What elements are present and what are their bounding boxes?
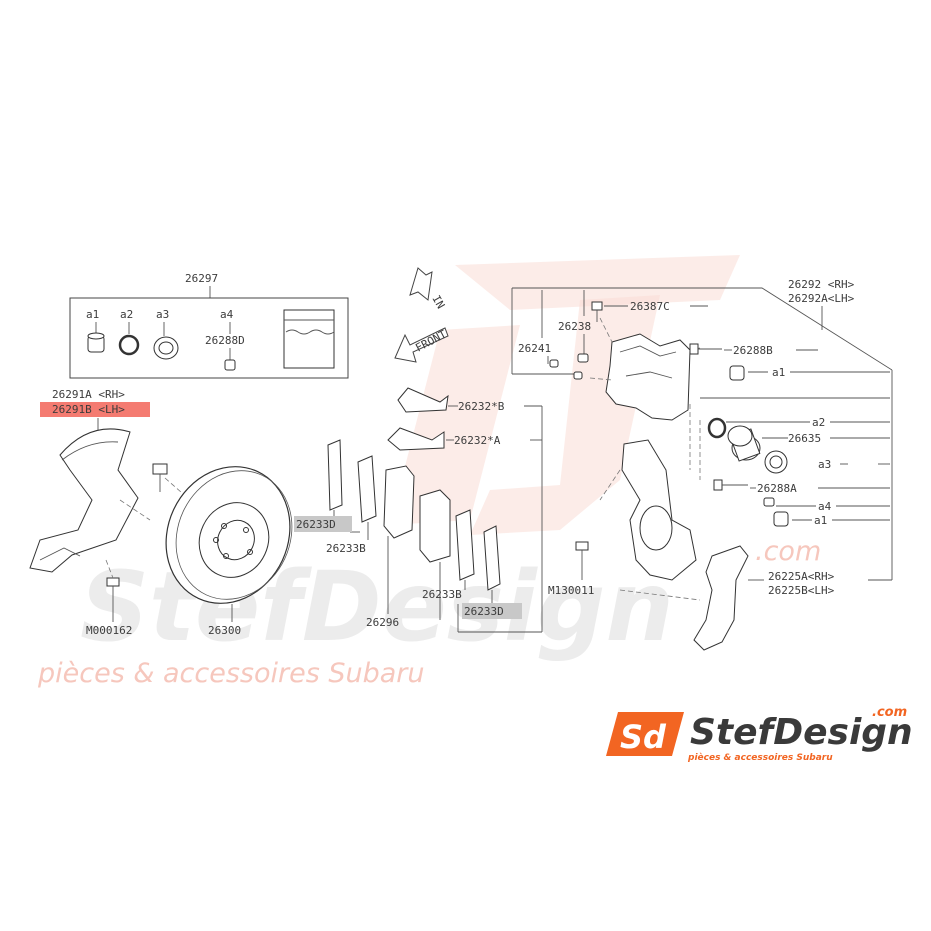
kit-item-a2: a2 <box>120 308 133 321</box>
kit-box: 26297 a1 a2 a3 a4 26288D <box>69 272 349 379</box>
seal-ring-icon <box>118 334 140 356</box>
caliper-group: 26292 <RH> 26292A<LH> 26387C 26238 26241 <box>511 278 893 651</box>
pad-icon <box>419 489 451 563</box>
pin-icon <box>224 348 236 371</box>
sleeve-a4-label: a4 <box>818 500 832 513</box>
boot-a1-top-label: a1 <box>772 366 785 379</box>
part-26238-label: 26238 <box>558 320 591 333</box>
pad-26233b-b-label: 26233B <box>422 588 462 601</box>
caliper-rh-label: 26292 <RH> <box>788 278 855 291</box>
piston-icon <box>727 425 761 462</box>
pin-boot-icon <box>773 511 789 527</box>
caliper-body-shape <box>605 333 691 421</box>
pad-icon <box>383 465 415 539</box>
pin-sleeve-icon <box>763 497 775 507</box>
grease-jar-icon <box>283 309 335 369</box>
brake-pads-group: 26233D 26233B 26296 26233B 26233D 26232*… <box>294 387 543 633</box>
watermark: StefDesign pièces & accessoires Subaru .… <box>37 255 821 689</box>
pad-26233d-b-label: 26233D <box>464 605 504 618</box>
bracket-rh-label: 26225A<RH> <box>768 570 835 583</box>
rotor-label: 26300 <box>208 624 241 637</box>
logo-dotcom-text: .com <box>872 705 907 720</box>
shield-rh-label: 26291A <RH> <box>52 388 125 401</box>
pin-boot-icon <box>729 365 745 381</box>
part-26241-label: 26241 <box>518 342 551 355</box>
arrow-front-icon <box>394 327 449 363</box>
knuckle-bolt-label: M130011 <box>548 584 594 597</box>
shim-icon <box>483 525 501 591</box>
bracket-lh-label: 26225B<LH> <box>768 584 835 597</box>
boot-icon <box>87 332 105 353</box>
pad-26233d-a-bg <box>294 516 352 532</box>
kit-item-a3: a3 <box>156 308 169 321</box>
clip-26232b-label: 26232*B <box>458 400 505 413</box>
pad-clip-icon <box>397 387 449 413</box>
dust-seal-icon <box>764 450 788 474</box>
guide-pin-icon <box>689 343 722 355</box>
logo-monogram-icon <box>606 712 684 756</box>
caliper-bracket-shape <box>693 545 749 651</box>
dust-shield-group: 26291A <RH> 26291B <LH> M000162 <box>29 388 151 637</box>
part-26288b-label: 26288B <box>733 344 773 357</box>
stefdesign-logo: Sd StefDesign .com pièces & accessoires … <box>606 705 913 763</box>
pad-26233b-a-label: 26233B <box>326 542 366 555</box>
guide-pin-icon <box>713 479 748 491</box>
boot-a1-bottom-label: a1 <box>814 514 827 527</box>
part-26387c-label: 26387C <box>630 300 670 313</box>
pad-26233d-b-bg <box>462 603 522 619</box>
caliper-lh-label: 26292A<LH> <box>788 292 855 305</box>
pad-26233d-a-label: 26233D <box>296 518 336 531</box>
watermark-tagline: pièces & accessoires Subaru <box>37 658 425 689</box>
pad-kit-26296-label: 26296 <box>366 616 399 629</box>
arrow-in-icon <box>409 267 433 301</box>
kit-frame <box>69 297 349 379</box>
piston-seal-ring-icon <box>707 417 727 439</box>
shim-icon <box>357 455 377 523</box>
pad-clip-icon <box>387 427 445 451</box>
seal-a2-label: a2 <box>812 416 825 429</box>
shield-bolt-label: M000162 <box>86 624 132 637</box>
direction-indicator: IN FRONT <box>394 267 449 363</box>
shim-icon <box>327 439 343 511</box>
piston-26635-label: 26635 <box>788 432 821 445</box>
kit-part-26288d: 26288D <box>205 334 245 347</box>
logo-tagline-text: pièces & accessoires Subaru <box>687 752 833 763</box>
watermark-brand-text: StefDesign <box>80 551 674 663</box>
knuckle-bolt-icon <box>575 541 589 566</box>
kit-number-label: 26297 <box>185 272 218 285</box>
logo-monogram-text: Sd <box>620 718 667 756</box>
bleeder-bolt-icon <box>591 301 603 322</box>
part-26288a-label: 26288A <box>757 482 797 495</box>
logo-name-text: StefDesign <box>690 712 913 753</box>
seal-a3-label: a3 <box>818 458 831 471</box>
dust-shield-shape <box>29 428 139 573</box>
shim-icon <box>455 509 475 581</box>
brake-rotor-shape <box>165 466 293 604</box>
shield-lh-label: 26291B <LH> <box>52 403 125 416</box>
kit-item-a1: a1 <box>86 308 99 321</box>
highlight-box <box>40 402 150 417</box>
watermark-dotcom: .com <box>755 536 821 567</box>
brake-rotor-group: 26300 <box>152 463 293 637</box>
piston-seal-icon <box>153 336 179 360</box>
hub-bolt-icon <box>152 463 168 492</box>
clip-26232a-label: 26232*A <box>454 434 501 447</box>
fitting-icon <box>549 353 589 380</box>
direction-in-label: IN <box>429 293 447 311</box>
kit-item-a4: a4 <box>220 308 234 321</box>
